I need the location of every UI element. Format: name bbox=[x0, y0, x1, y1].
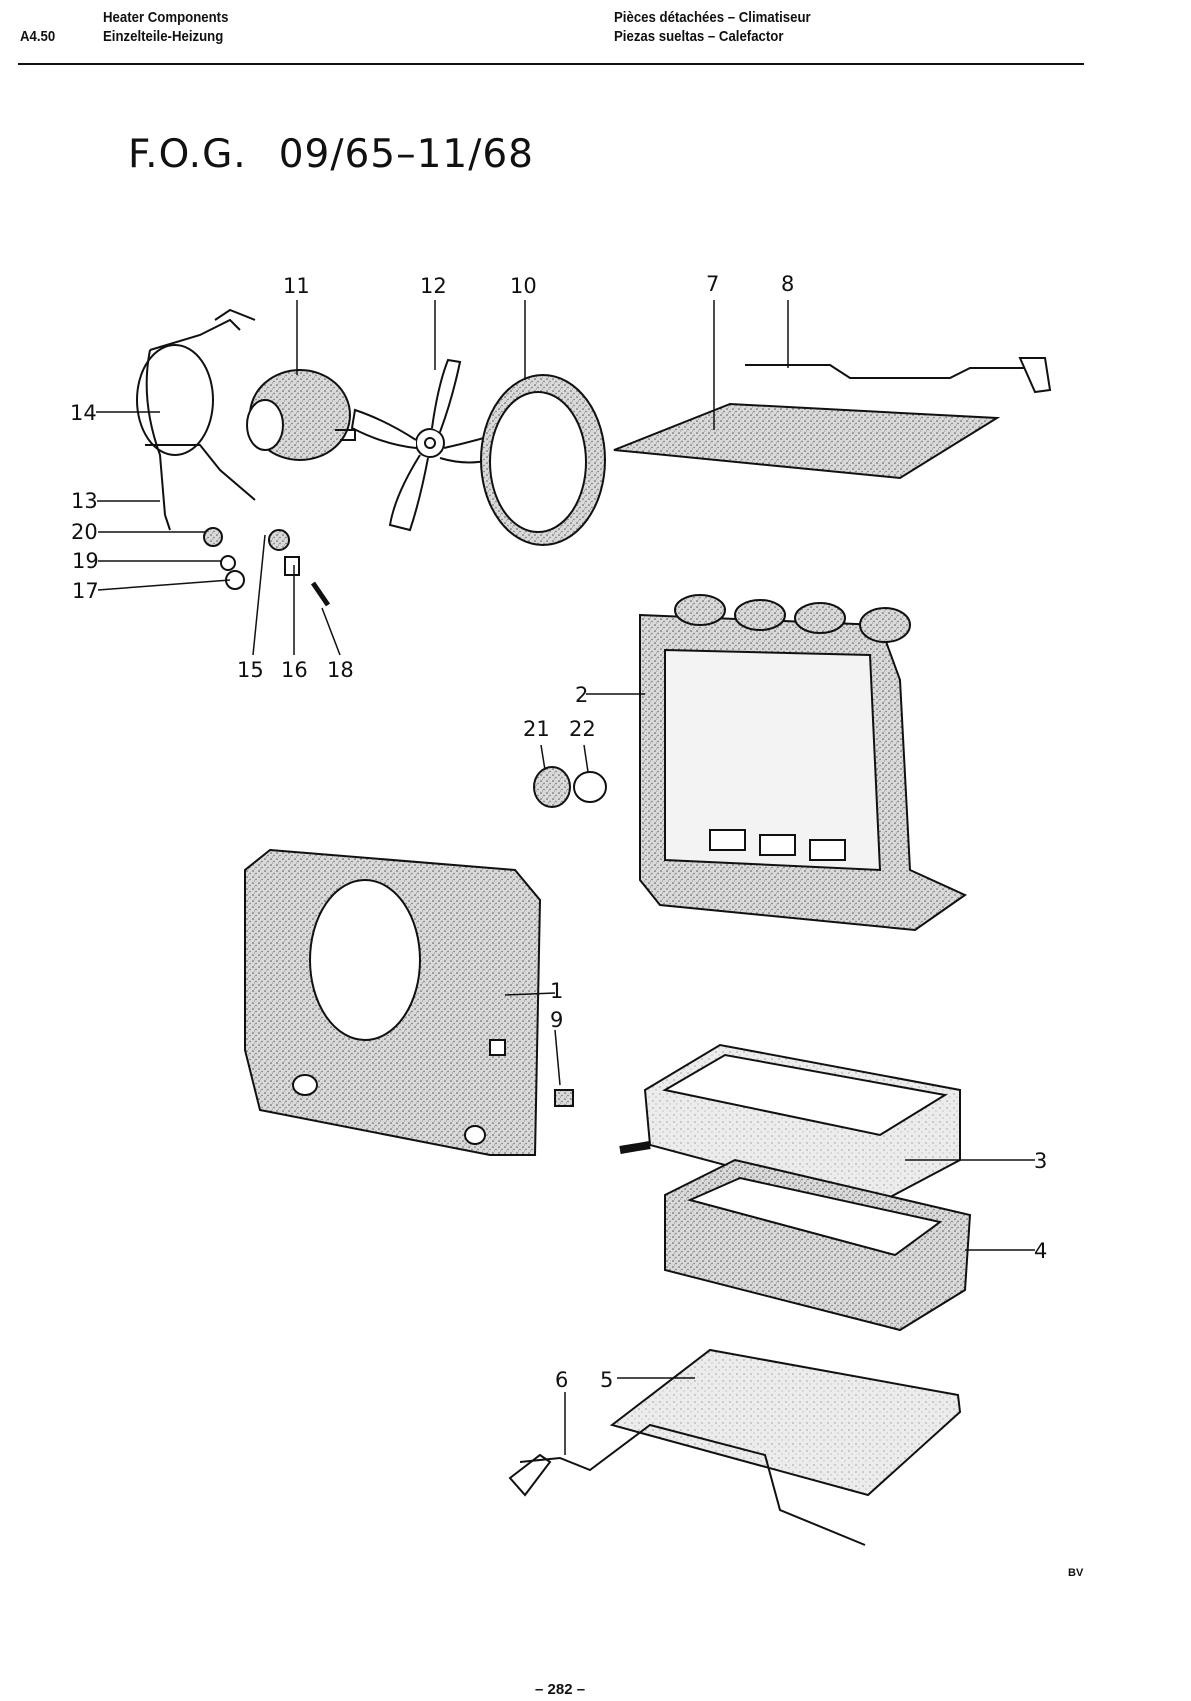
page-code: A4.50 bbox=[20, 28, 56, 45]
callout-13: 13 bbox=[71, 489, 98, 513]
callout-10: 10 bbox=[510, 274, 537, 298]
callout-4: 4 bbox=[1034, 1239, 1047, 1263]
control-rod-lower bbox=[519, 1423, 866, 1546]
heater-housing bbox=[639, 594, 968, 932]
leader-lines bbox=[96, 300, 1035, 1455]
artist-mark: BV bbox=[1068, 1567, 1084, 1579]
title-english: Heater Components bbox=[103, 9, 229, 26]
page-number: – 282 – bbox=[535, 1681, 586, 1698]
clip bbox=[554, 1089, 574, 1107]
callout-3: 3 bbox=[1034, 1149, 1047, 1173]
callout-2: 2 bbox=[575, 683, 588, 707]
callout-12: 12 bbox=[420, 274, 447, 298]
front-cover bbox=[244, 848, 542, 1156]
callout-14: 14 bbox=[70, 401, 97, 425]
flap-plate bbox=[613, 402, 1001, 480]
date-range: 09/65–11/68 bbox=[278, 132, 534, 177]
callout-15: 15 bbox=[237, 658, 264, 682]
callout-16: 16 bbox=[281, 658, 308, 682]
model-title: F.O.G. 09/65–11/68 bbox=[128, 132, 534, 177]
callout-1: 1 bbox=[550, 979, 563, 1003]
model-code: F.O.G. bbox=[128, 132, 247, 177]
title-german: Einzelteile-Heizung bbox=[103, 28, 224, 45]
callout-7: 7 bbox=[706, 272, 719, 296]
callout-19: 19 bbox=[72, 549, 99, 573]
motor-bracket bbox=[136, 308, 256, 531]
callout-17: 17 bbox=[72, 579, 99, 603]
fan-ring-inner bbox=[489, 391, 587, 533]
header-title-right: Pièces détachées – Climatiseur Piezas su… bbox=[614, 8, 811, 46]
rod-clip bbox=[1018, 357, 1052, 394]
tray bbox=[664, 1158, 972, 1332]
fasteners bbox=[203, 527, 331, 607]
callout-labels: 11 12 10 7 8 14 13 20 19 17 15 16 18 2 2… bbox=[70, 272, 1047, 1392]
callout-5: 5 bbox=[600, 1368, 613, 1392]
header-rule bbox=[18, 63, 1084, 65]
rod-lever bbox=[508, 1453, 552, 1497]
control-rod-upper bbox=[745, 364, 1025, 379]
grommet bbox=[533, 766, 571, 808]
header-title-left: Heater Components Einzelteile-Heizung bbox=[103, 8, 228, 46]
callout-20: 20 bbox=[71, 520, 98, 544]
callout-21: 21 bbox=[523, 717, 550, 741]
title-french: Pièces détachées – Climatiseur bbox=[614, 9, 811, 26]
tray-opening bbox=[686, 1176, 943, 1257]
bushing bbox=[573, 771, 607, 803]
callout-22: 22 bbox=[569, 717, 596, 741]
callout-6: 6 bbox=[555, 1368, 568, 1392]
flap-panel bbox=[609, 1348, 962, 1497]
callout-18: 18 bbox=[327, 658, 354, 682]
callout-8: 8 bbox=[781, 272, 794, 296]
callout-11: 11 bbox=[283, 274, 310, 298]
callout-9: 9 bbox=[550, 1008, 563, 1032]
blower-motor bbox=[246, 369, 356, 461]
title-spanish: Piezas sueltas – Calefactor bbox=[614, 28, 784, 45]
